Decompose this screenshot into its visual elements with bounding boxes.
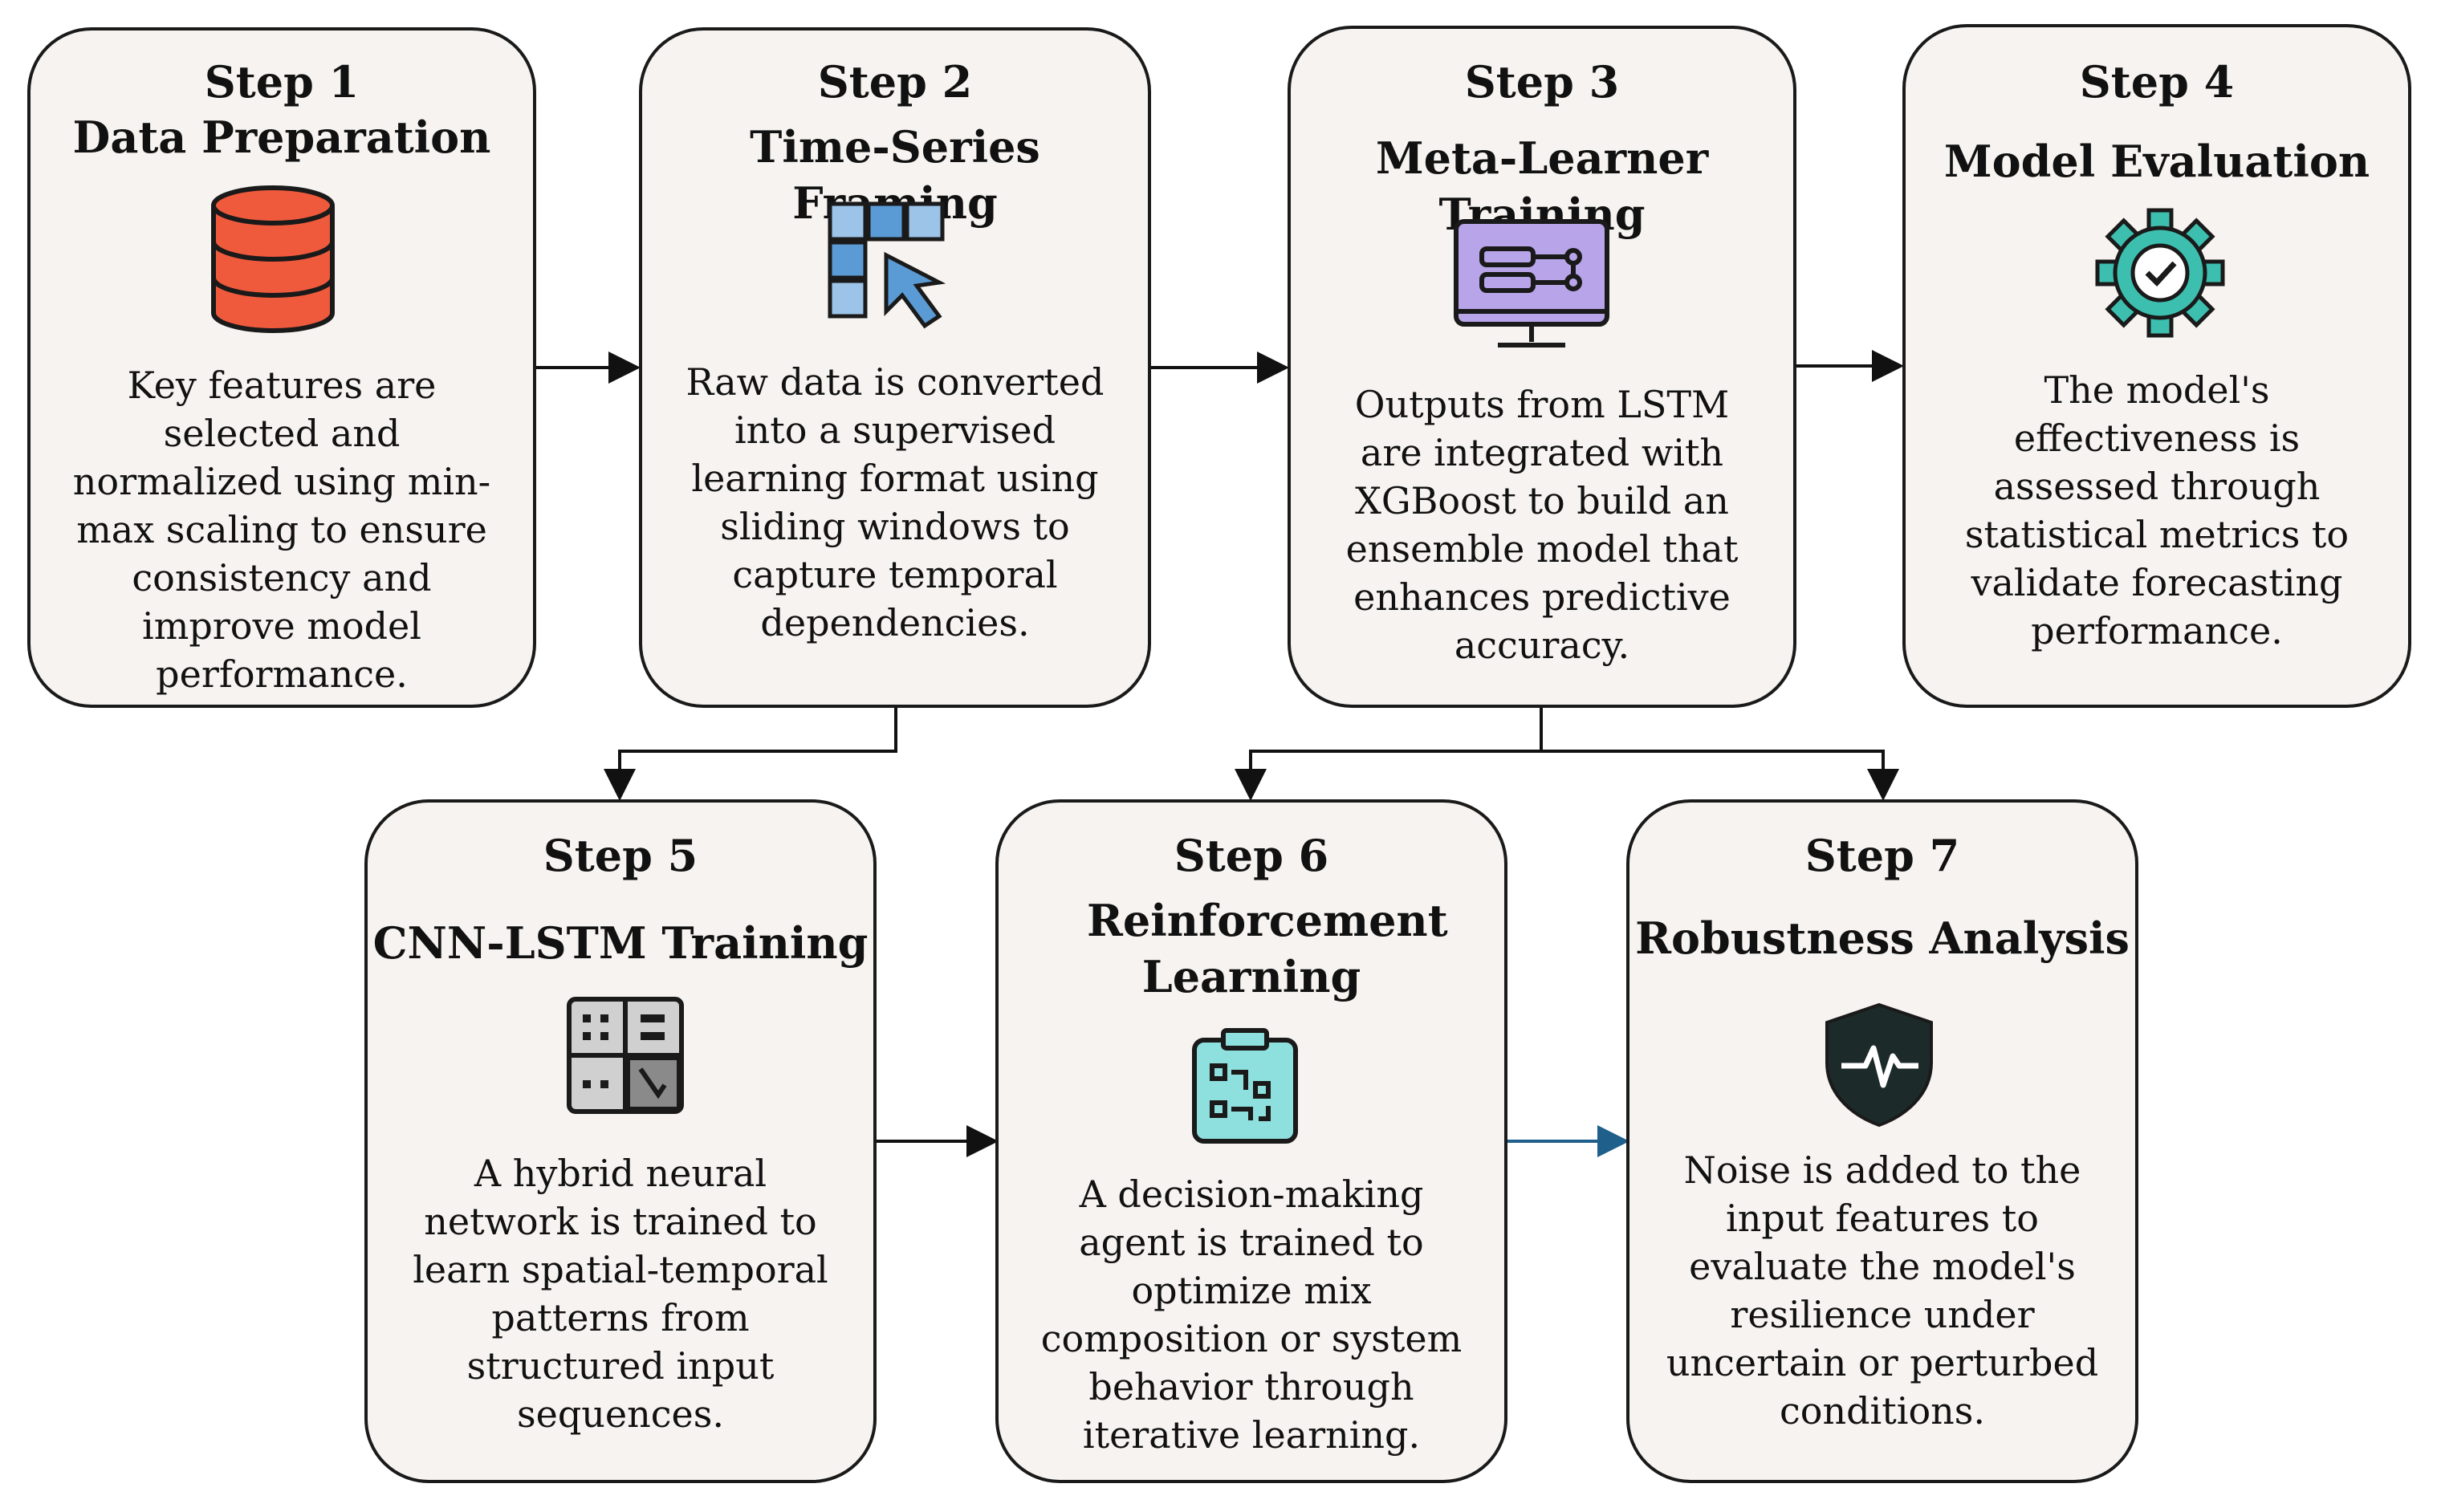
step-6-title: Reinforcement Learning [1087, 895, 1448, 1002]
step-4-description: The model's effectiveness is assessed th… [1964, 368, 2350, 652]
step-2-label: Step 2 [817, 56, 973, 108]
gear-check-icon [2094, 207, 2226, 342]
step-1-box: Step 1 Data Preparation Key features are… [27, 27, 536, 708]
step-1-title: Data Preparation [72, 112, 491, 163]
step-6-box: Step 6 Reinforcement Learning A decision… [995, 799, 1507, 1483]
step-1-label: Step 1 [204, 56, 360, 108]
grid-cursor-icon [825, 199, 962, 339]
step-6-label: Step 6 [1174, 830, 1329, 881]
arrow-step3-step6 [1235, 706, 1543, 801]
step-7-box: Step 7 Robustness Analysis Noise is adde… [1626, 799, 2138, 1483]
step-1-description: Key features are selected and normalized… [72, 364, 491, 696]
step-4-label: Step 4 [2079, 56, 2235, 108]
grid-network-icon [565, 995, 686, 1119]
step-2-box: Step 2 Time-Series Framing Raw data is c… [639, 27, 1151, 708]
step-7-label: Step 7 [1804, 830, 1960, 881]
step-5-title: CNN-LSTM Training [372, 917, 869, 969]
step-5-description: A hybrid neural network is trained to le… [413, 1152, 828, 1436]
shield-pulse-icon [1819, 1000, 1939, 1132]
step-3-box: Step 3 Meta-Learner Training Outputs fro… [1288, 26, 1796, 708]
step-7-title: Robustness Analysis [1635, 912, 2130, 964]
step-3-label: Step 3 [1464, 56, 1620, 108]
step-3-description: Outputs from LSTM are integrated with XG… [1345, 383, 1739, 667]
step-4-box: Step 4 Model Evaluation The model [1902, 24, 2411, 708]
arrow-step3-step7 [1541, 750, 1899, 801]
step-6-description: A decision-making agent is trained to op… [1040, 1173, 1463, 1457]
step-2-description: Raw data is converted into a supervised … [686, 360, 1105, 644]
step-7-description: Noise is added to the input features to … [1666, 1148, 2099, 1433]
monitor-flowchart-icon [1451, 217, 1612, 356]
step-5-label: Step 5 [543, 830, 698, 881]
step-5-box: Step 5 CNN-LSTM Training A hybrid neural… [364, 799, 877, 1483]
database-icon [209, 183, 337, 339]
arrow-step2-step5 [604, 706, 897, 801]
clipboard-icon [1185, 1026, 1305, 1149]
step-4-title: Model Evaluation [1943, 136, 2370, 187]
